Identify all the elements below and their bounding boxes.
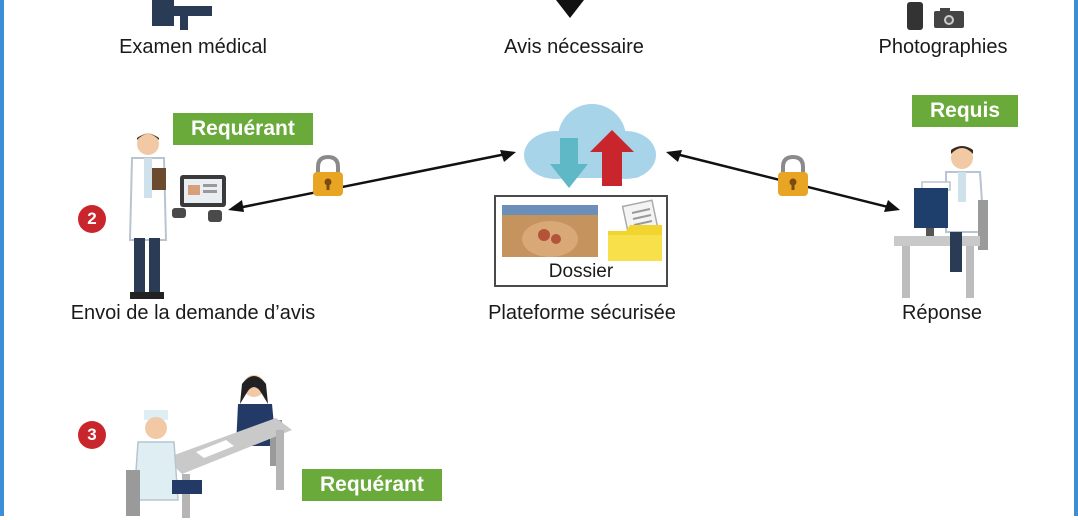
dossier-box: Dossier	[494, 195, 668, 287]
folder-icon	[608, 225, 662, 261]
connector-left	[228, 150, 516, 212]
label-needed: Avis nécessaire	[504, 36, 644, 58]
lock-icon	[313, 154, 343, 196]
label-send: Envoi de la demande d’avis	[70, 302, 316, 324]
doctor-desk-top-icon	[152, 0, 212, 30]
badge-requerant-top: Requérant	[173, 113, 313, 145]
badge-requis: Requis	[912, 95, 1019, 127]
doctor-computer-icon	[894, 146, 988, 298]
label-response: Réponse	[901, 302, 983, 324]
step-2: 2	[78, 205, 106, 233]
down-arrow-icon	[556, 0, 584, 18]
label-platform: Plateforme sécurisée	[488, 302, 676, 324]
phone-icon	[907, 2, 923, 30]
consultation-icon	[126, 375, 292, 518]
lock-icon	[778, 154, 808, 196]
doctor-tablet-icon	[128, 133, 226, 299]
label-exam: Examen médical	[119, 36, 267, 58]
label-dossier: Dossier	[548, 261, 614, 282]
cloud-icon	[524, 104, 656, 188]
exam-photo-icon	[502, 205, 598, 257]
label-photos: Photographies	[878, 36, 1008, 58]
camera-icon	[934, 8, 964, 28]
badge-requerant-bottom: Requérant	[302, 469, 442, 501]
step-3: 3	[78, 421, 106, 449]
